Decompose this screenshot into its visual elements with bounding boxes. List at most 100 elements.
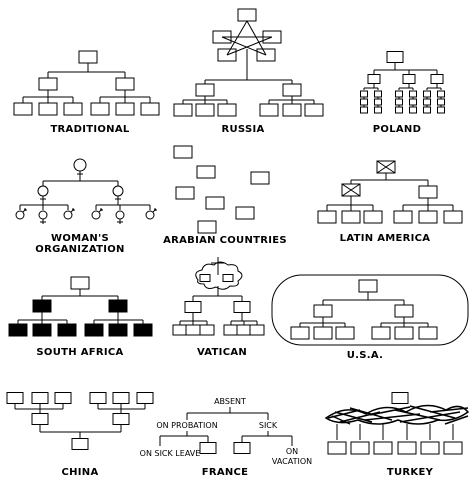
cloud-icon	[195, 261, 243, 290]
traditional-mid-box	[115, 77, 135, 91]
poland-small-box	[395, 90, 403, 98]
china-mid-box	[31, 413, 49, 425]
russia-bottom-box	[304, 103, 324, 117]
russia-bottom-box	[259, 103, 279, 117]
france-label-on-vacation-line2: VACATION	[272, 457, 312, 466]
latin-america-bottom-box	[443, 210, 463, 224]
usa-bottom-box	[418, 326, 438, 340]
male-symbol-icon	[91, 210, 101, 220]
turkey-scribble-line	[369, 406, 411, 416]
latin-america-crossed-mid-box-x	[341, 183, 361, 197]
usa-bottom-box	[394, 326, 414, 340]
south-africa-bottom-box	[133, 323, 153, 337]
poland-small-box	[437, 90, 445, 98]
russia-bottom-box	[217, 103, 237, 117]
turkey-bottom-box	[327, 441, 347, 455]
china-bottom-box	[71, 438, 89, 450]
latin-america-bottom-box	[363, 210, 383, 224]
usa-bottom-box	[313, 326, 333, 340]
poland-level2-box	[367, 74, 381, 84]
south-africa-bottom-box	[84, 323, 104, 337]
female-symbol-icon	[37, 185, 49, 197]
russia-star-line	[226, 20, 248, 56]
turkey-bottom-box	[373, 441, 393, 455]
caption-latin-america: LATIN AMERICA	[340, 233, 431, 244]
caption-usa: U.S.A.	[347, 350, 383, 361]
caption-russia: RUSSIA	[221, 124, 264, 135]
female-symbol-icon	[112, 185, 124, 197]
china-top-box	[6, 392, 24, 404]
france-box	[233, 442, 251, 454]
south-africa-top-box	[70, 276, 90, 290]
russia-mid-box	[282, 83, 302, 97]
traditional-bottom-box	[90, 102, 110, 116]
caption-womans-organization-line2: ORGANIZATION	[35, 244, 124, 255]
france-box	[199, 442, 217, 454]
turkey-scribble-line	[339, 411, 381, 423]
france-label-on-probation: ON PROBATION	[156, 421, 217, 430]
poland-small-box	[360, 90, 368, 98]
poland-small-box	[374, 106, 382, 114]
latin-america-bottom-box	[341, 210, 361, 224]
turkey-scribble-cluster	[324, 404, 470, 425]
caption-south-africa: SOUTH AFRICA	[36, 347, 123, 358]
china-top-box	[54, 392, 72, 404]
poland-level2-box	[430, 74, 444, 84]
latin-america-mid-box	[418, 185, 438, 199]
turkey-scribble-line	[364, 413, 421, 421]
poland-level2-box	[402, 74, 416, 84]
latin-america-bottom-box	[418, 210, 438, 224]
russia-bottom-box	[195, 103, 215, 117]
traditional-top-box	[78, 50, 98, 64]
usa-bottom-box	[290, 326, 310, 340]
poland-small-box	[423, 106, 431, 114]
arabian-scattered-box	[205, 196, 225, 210]
poland-small-box	[360, 106, 368, 114]
vatican-bottom-box	[172, 324, 188, 336]
france-label-absent: ABSENT	[214, 397, 246, 406]
south-africa-bottom-box	[108, 323, 128, 337]
vatican-bottom-box	[185, 324, 201, 336]
vatican-cloud-box	[222, 274, 234, 282]
latin-america-bottom-box	[317, 210, 337, 224]
caption-womans-organization-line1: WOMAN'S	[51, 233, 109, 244]
caption-poland: POLAND	[373, 124, 421, 135]
traditional-mid-box	[38, 77, 58, 91]
poland-small-box	[395, 98, 403, 106]
usa-mid-box	[394, 304, 414, 318]
poland-small-box	[423, 90, 431, 98]
usa-bottom-box	[335, 326, 355, 340]
russia-mid-box	[195, 83, 215, 97]
female-symbol-icon	[115, 210, 125, 220]
usa-mid-box	[313, 304, 333, 318]
male-symbol-icon	[63, 210, 73, 220]
latin-america-bottom-box	[393, 210, 413, 224]
china-top-box	[31, 392, 49, 404]
poland-small-box	[437, 106, 445, 114]
poland-small-box	[409, 106, 417, 114]
poland-small-box	[374, 90, 382, 98]
caption-france: FRANCE	[202, 467, 249, 478]
arabian-scattered-box	[173, 145, 193, 159]
china-mid-box	[112, 413, 130, 425]
turkey-bottom-box	[397, 441, 417, 455]
russia-top-box	[237, 8, 257, 22]
turkey-scribble-line	[429, 407, 469, 413]
traditional-bottom-box	[115, 102, 135, 116]
russia-star-line	[221, 36, 267, 56]
poland-small-box	[409, 98, 417, 106]
south-africa-mid-box	[32, 299, 52, 313]
china-top-box	[89, 392, 107, 404]
traditional-bottom-box	[38, 102, 58, 116]
caption-china: CHINA	[61, 467, 98, 478]
france-label-sick: SICK	[259, 421, 278, 430]
usa-top-box	[358, 279, 378, 293]
turkey-bottom-box	[420, 441, 440, 455]
vatican-cloud-box	[199, 274, 211, 282]
traditional-bottom-box	[140, 102, 160, 116]
poland-small-box	[409, 90, 417, 98]
poland-small-box	[437, 98, 445, 106]
poland-top-box	[386, 51, 404, 63]
south-africa-bottom-box	[8, 323, 28, 337]
arabian-scattered-box	[250, 171, 270, 185]
